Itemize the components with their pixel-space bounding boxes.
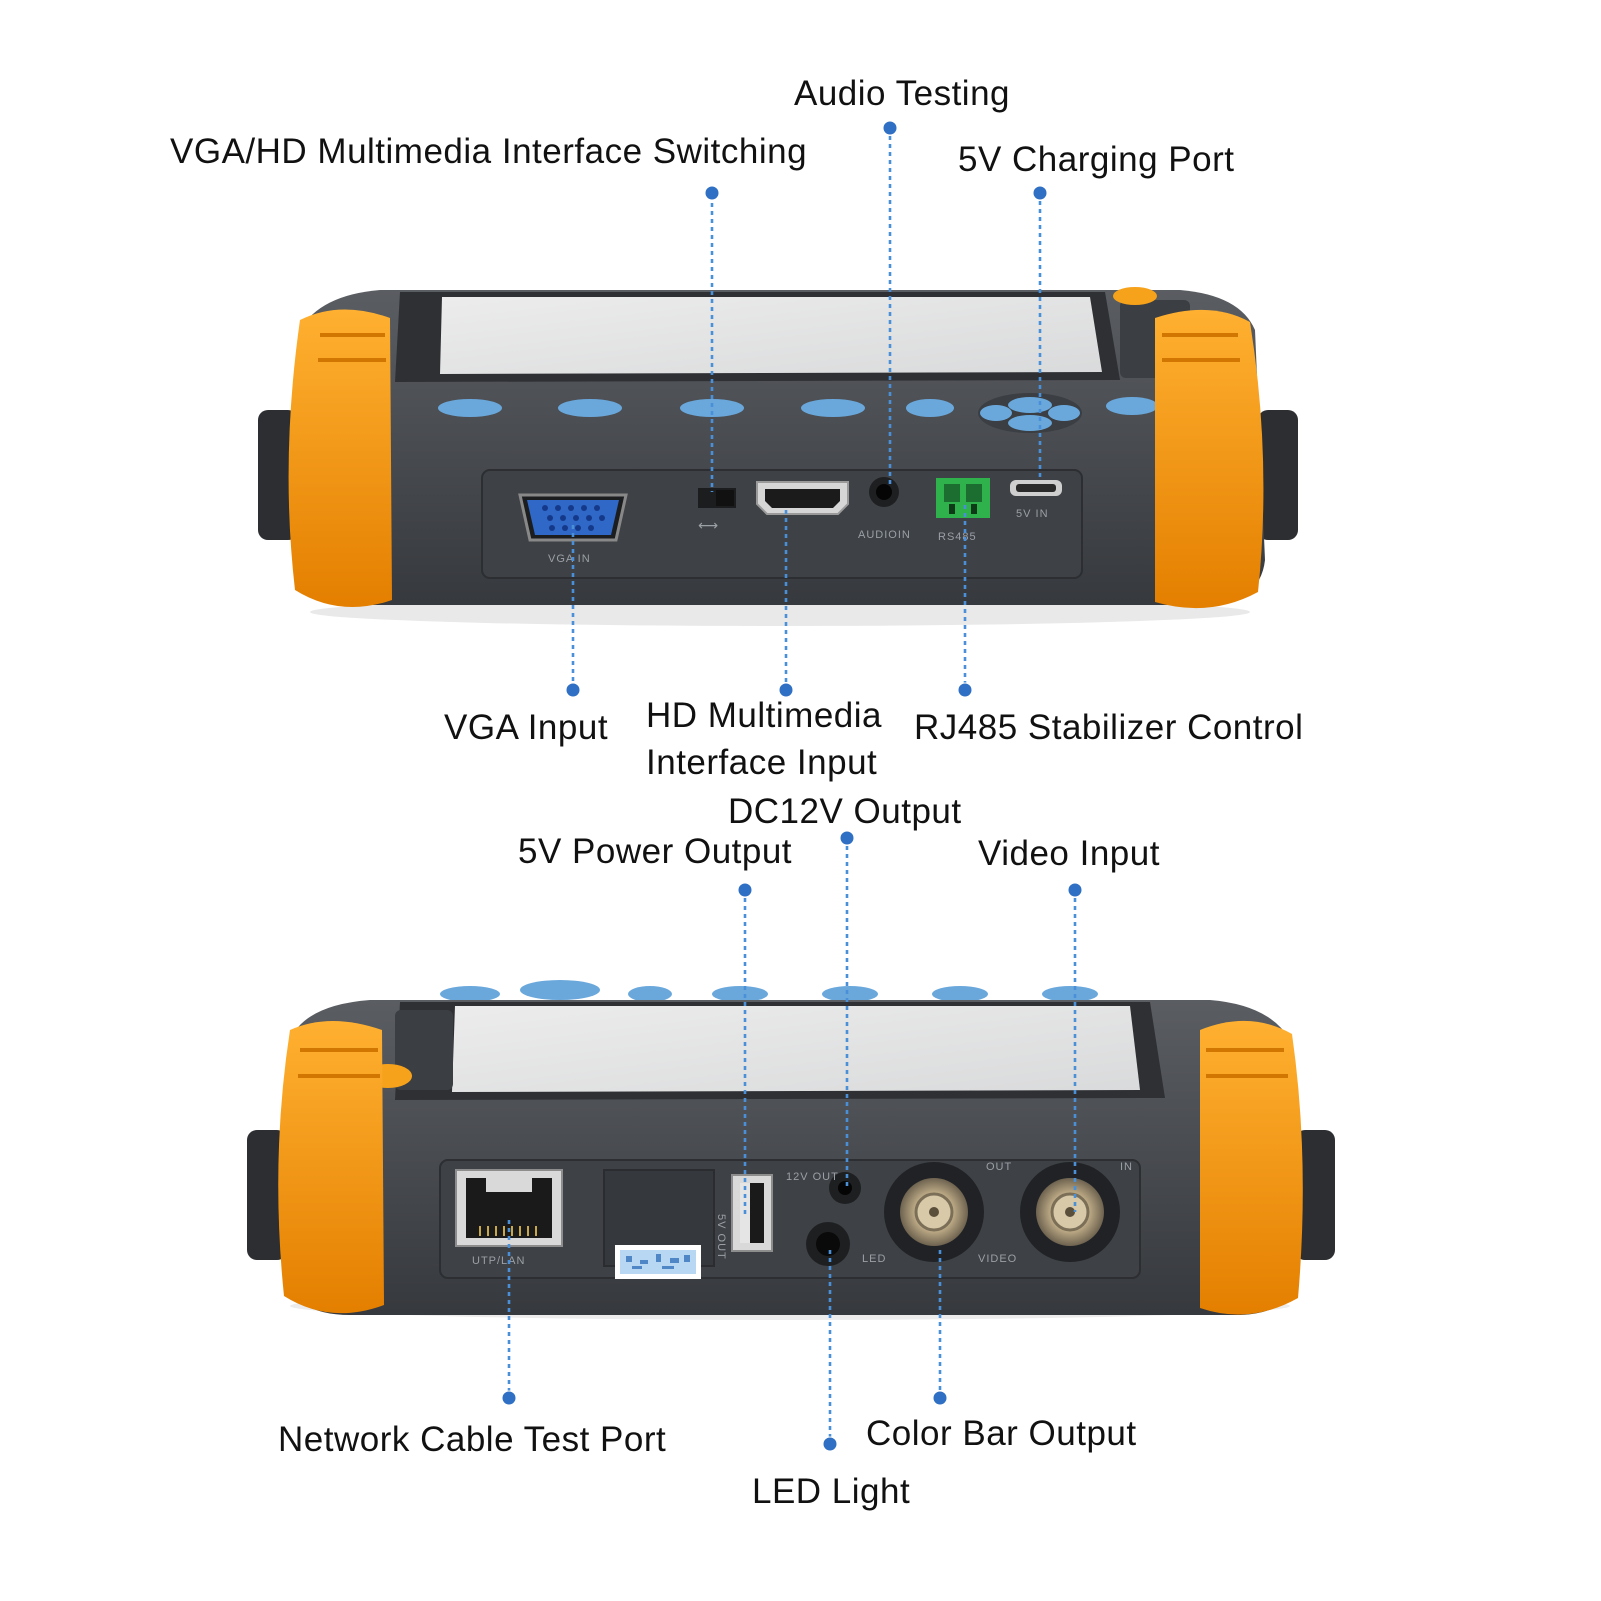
rj45-label: UTP/LAN (472, 1255, 525, 1267)
strap-loop-right (1295, 1130, 1335, 1260)
device-button[interactable] (712, 986, 768, 1002)
callout-audio-testing: Audio Testing (794, 74, 1011, 113)
device-button[interactable] (801, 399, 865, 417)
bottom-device: UTP/LAN 5V OUT 12V OUT (247, 980, 1335, 1320)
device-button[interactable] (822, 986, 878, 1002)
video-out-label: OUT (986, 1161, 1012, 1173)
device-button[interactable] (558, 399, 622, 417)
dc12v-jack (829, 1172, 861, 1204)
hdmi-port (756, 481, 849, 515)
video-in-label: IN (1120, 1161, 1133, 1173)
device-button[interactable] (906, 399, 954, 417)
device-button[interactable] (1042, 986, 1098, 1002)
dot-hd-input (778, 682, 794, 698)
dpad[interactable] (520, 980, 600, 1000)
top-device: VGA IN ⟷ AUDIOIN RS485 (258, 287, 1298, 626)
dc12v-label: 12V OUT (786, 1171, 839, 1183)
dot-vga-hd-switching (704, 185, 720, 201)
power-button[interactable] (1113, 287, 1157, 305)
strap-loop-right (1258, 410, 1298, 540)
callout-vga-hd-switching: VGA/HD Multimedia Interface Switching (170, 132, 808, 171)
serial-sticker (615, 1245, 701, 1279)
dot-dc12v (839, 830, 855, 846)
dot-video-input (1067, 882, 1083, 898)
callout-hd-input-line2: Interface Input (646, 743, 878, 783)
device-button[interactable] (680, 399, 744, 417)
device-button[interactable] (440, 986, 500, 1002)
usb-port (731, 1174, 773, 1252)
bottom-screen (452, 1006, 1140, 1092)
dot-rs485 (957, 682, 973, 698)
svg-text:⟷: ⟷ (698, 518, 718, 534)
bumper-right (1200, 1020, 1303, 1315)
bumper-right (1155, 309, 1264, 609)
micro-usb-label: 5V IN (1016, 508, 1049, 520)
callout-charging-port: 5V Charging Port (958, 140, 1235, 179)
device-button[interactable] (932, 986, 988, 1002)
dot-color-bar (932, 1390, 948, 1406)
video-label: VIDEO (978, 1253, 1017, 1265)
vga-hd-switch[interactable]: ⟷ (698, 488, 736, 534)
device-button[interactable] (438, 399, 502, 417)
vga-port-label: VGA IN (548, 553, 591, 565)
callout-vga-input: VGA Input (444, 708, 609, 747)
callout-hd-input-line1: HD Multimedia (646, 696, 882, 735)
rs485-terminal (936, 478, 990, 518)
micro-usb-port (1010, 480, 1062, 496)
dot-vga-input (565, 682, 581, 698)
rj45-port (455, 1169, 563, 1247)
callout-video-input: Video Input (978, 834, 1160, 873)
callout-power-output: 5V Power Output (518, 832, 793, 871)
audio-jack-label: AUDIOIN (858, 529, 911, 541)
device-button[interactable] (1106, 397, 1158, 415)
led-light (806, 1222, 850, 1266)
bnc-video-out (884, 1162, 984, 1262)
vga-port (518, 493, 628, 542)
rs485-label: RS485 (938, 531, 977, 543)
callout-dc12v-output: DC12V Output (728, 792, 962, 831)
strap-loop-left (247, 1130, 287, 1260)
dot-network-port (501, 1390, 517, 1406)
callout-hd-input: HD Multimedia Interface Input (646, 692, 882, 787)
bnc-video-in (1020, 1162, 1120, 1262)
top-port-panel (481, 469, 1083, 579)
callout-dots (501, 120, 1083, 1452)
dot-led-light (822, 1436, 838, 1452)
callout-color-bar: Color Bar Output (866, 1414, 1137, 1453)
audio-jack (869, 477, 899, 507)
bumper-left (278, 1021, 384, 1314)
usb-label: 5V OUT (715, 1214, 727, 1260)
callout-leaders (507, 128, 1077, 1444)
device-button[interactable] (628, 986, 672, 1002)
top-screen (440, 297, 1102, 374)
dot-power-output (737, 882, 753, 898)
callout-rj485: RJ485 Stabilizer Control (914, 708, 1304, 747)
callout-led-light: LED Light (752, 1472, 911, 1511)
dot-audio-testing (882, 120, 898, 136)
strap-loop-left (258, 410, 298, 540)
dot-charging-port (1032, 185, 1048, 201)
led-label: LED (862, 1253, 886, 1265)
bumper-left (288, 309, 392, 608)
callout-network-port: Network Cable Test Port (278, 1420, 667, 1459)
dpad[interactable] (978, 393, 1082, 433)
